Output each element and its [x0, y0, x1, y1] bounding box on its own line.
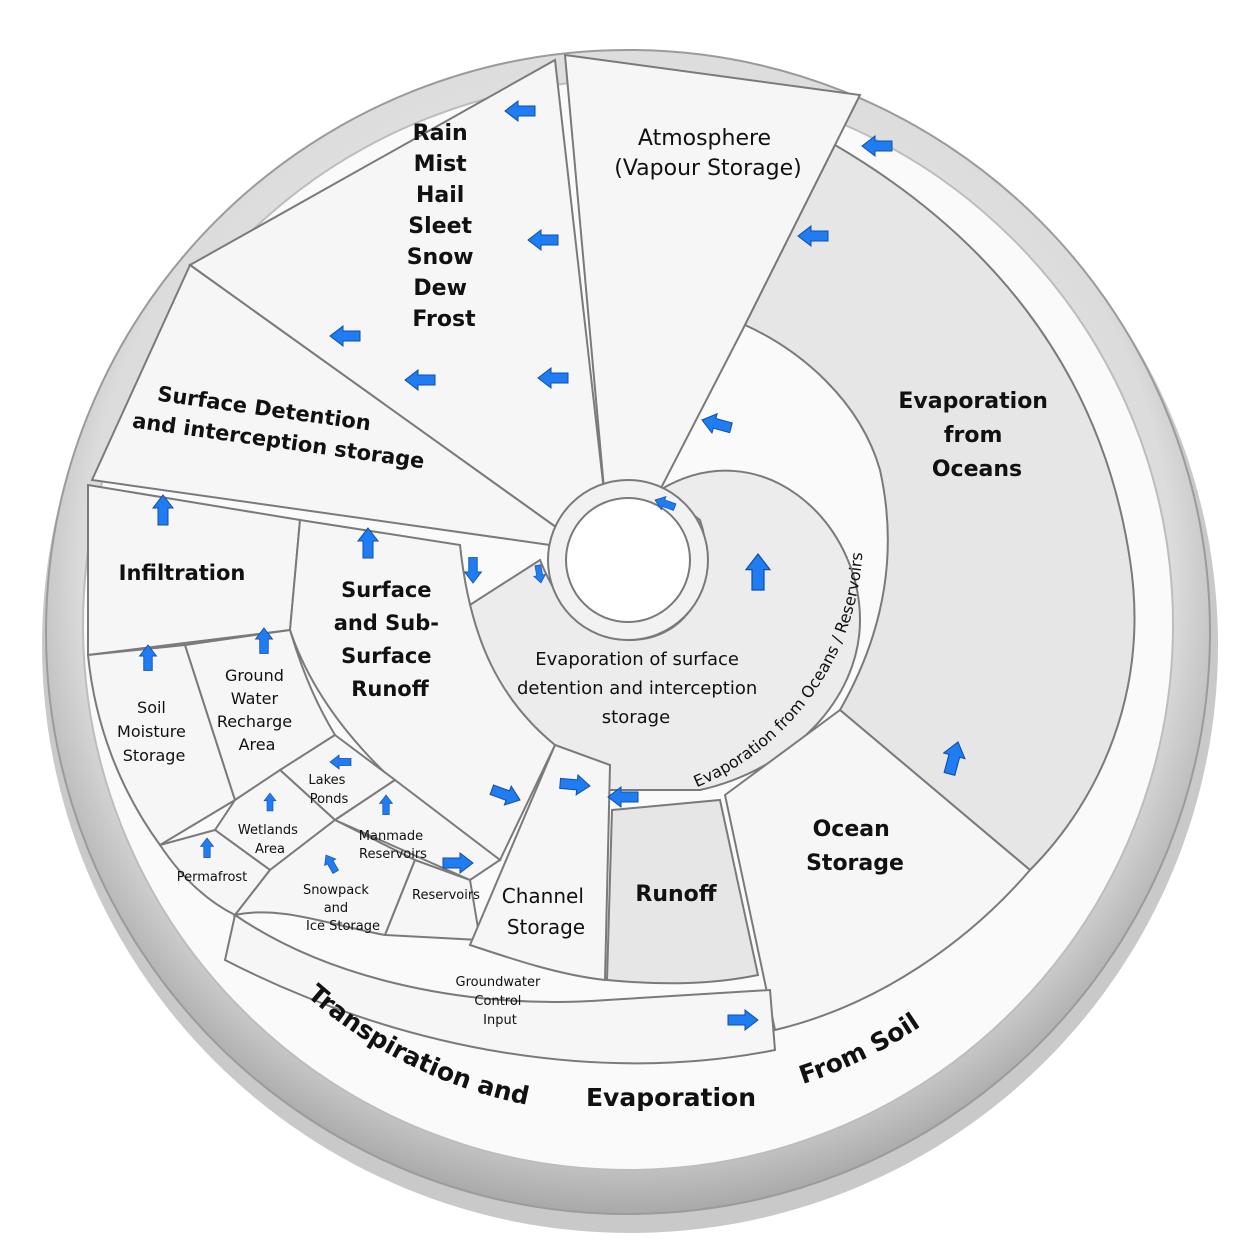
center-hub [565, 497, 691, 623]
surface-runoff-label: Surface and Sub- Surface Runoff [334, 578, 447, 701]
reservoirs-label: Reservoirs [412, 888, 480, 903]
lakes-ponds-label: Lakes Ponds [308, 773, 349, 807]
manmade-reservoirs-label: Manmade Reservoirs [359, 829, 427, 862]
sector-evaporation-oceans [743, 143, 1136, 872]
groundwater-control-label: Groundwater Control Input [456, 975, 545, 1028]
permafrost-label: Permafrost [177, 870, 248, 885]
sector-ocean-storage [723, 708, 1032, 1032]
sector-groundwater-control [223, 913, 777, 1065]
runoff-label: Runoff [635, 882, 717, 907]
sector-atmosphere [563, 53, 862, 502]
evaporation-oceans-label: Evaporation from Oceans [898, 389, 1055, 482]
atmosphere-label: Atmosphere (Vapour Storage) [614, 126, 801, 181]
sector-channel-storage [468, 743, 612, 982]
snowpack-label: Snowpack and Ice Storage [303, 883, 380, 934]
evaporation-surface-label: Evaporation of surface detention and int… [517, 649, 763, 728]
channel-storage-label: Channel Storage [502, 884, 590, 939]
rim-label-evaporation: Evaporation [586, 1083, 756, 1112]
wetlands-label: Wetlands Area [238, 823, 302, 857]
ocean-storage-label: Ocean Storage [806, 817, 904, 876]
soil-moisture-label: Soil Moisture Storage [117, 698, 191, 765]
precipitation-label: Rain Mist Hail Sleet Snow Dew Frost [407, 121, 482, 332]
sector-runoff [605, 798, 760, 985]
groundwater-recharge-label: Ground Water Recharge Area [217, 666, 297, 754]
infiltration-label: Infiltration [119, 561, 246, 585]
